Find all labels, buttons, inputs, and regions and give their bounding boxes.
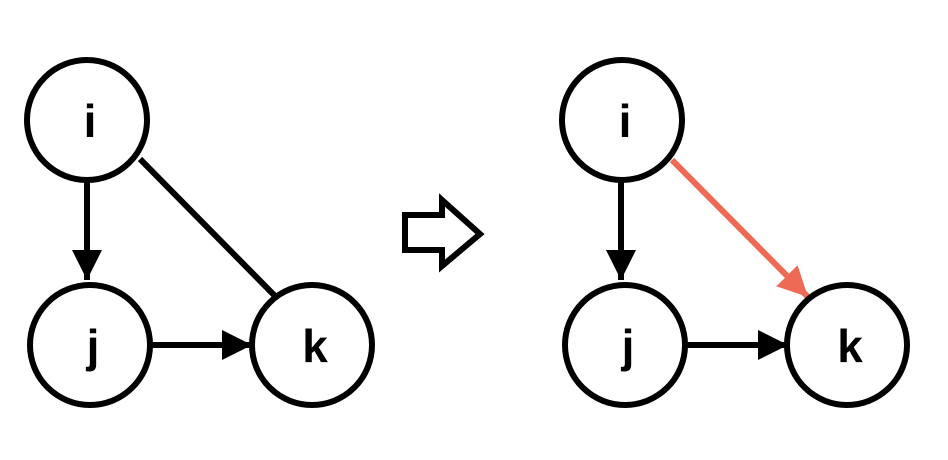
left-edge-i-k [137, 156, 279, 300]
left-graph: i j k [24, 57, 375, 408]
left-node-i-label: i [84, 95, 97, 147]
left-node-i: i [24, 57, 150, 183]
right-arrow-outline-icon [402, 193, 485, 273]
right-node-k: k [784, 282, 910, 408]
right-edge-i-k [669, 157, 811, 300]
right-node-j: j [562, 282, 688, 408]
left-edges [72, 156, 279, 360]
right-graph: i j k [559, 57, 910, 408]
left-node-k: k [249, 282, 375, 408]
left-node-j: j [27, 282, 153, 408]
left-node-j-label: j [86, 320, 100, 372]
right-node-i-label: i [619, 95, 632, 147]
right-node-k-label: k [837, 320, 863, 372]
left-node-k-label: k [302, 320, 328, 372]
right-node-i: i [559, 57, 685, 183]
right-edges [606, 157, 811, 360]
right-node-j-label: j [621, 320, 635, 372]
